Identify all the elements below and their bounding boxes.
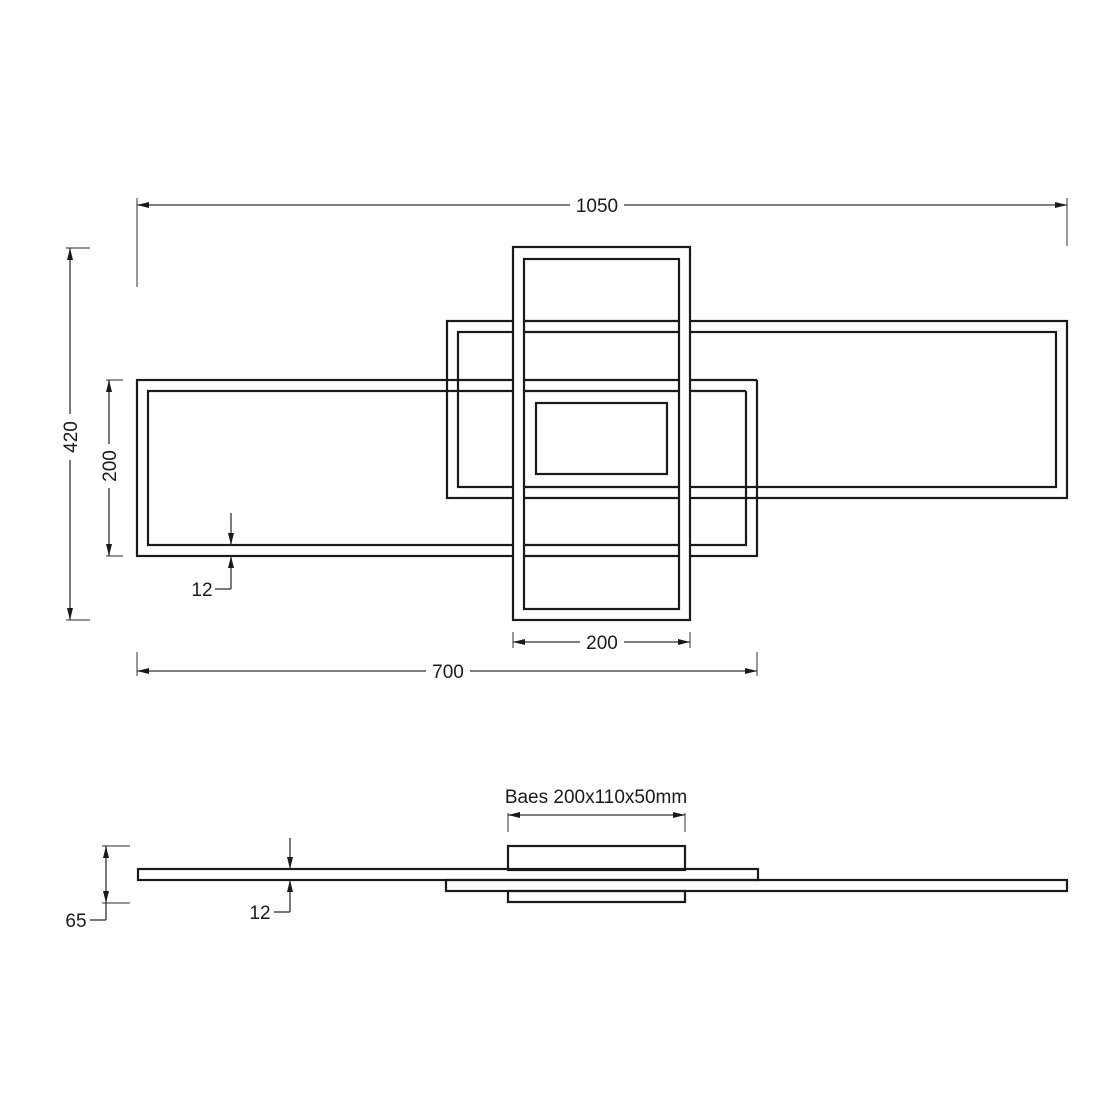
dim-label-200-vertical: 200 [100, 450, 121, 482]
side-bar-lower [444, 878, 1069, 893]
side-view: Baes 200x110x50mm 65 12 [65, 787, 1069, 932]
dim-base-width [507, 812, 686, 832]
base-box-lower [506, 889, 687, 904]
dim-frame-height: 200 [97, 379, 123, 557]
dim-label-65: 65 [65, 911, 86, 932]
center-base [534, 401, 669, 476]
dim-left-frame-length: 700 [136, 652, 758, 683]
dim-label-700: 700 [432, 662, 464, 683]
base-box-upper [506, 844, 687, 872]
dim-frame-thickness: 12 [191, 513, 234, 601]
dim-vertical-frame-width: 200 [512, 630, 691, 654]
dim-bar-thickness: 12 [249, 838, 293, 924]
dim-label-420: 420 [61, 421, 82, 453]
dim-overall-width: 1050 [136, 193, 1068, 287]
dim-label-12-top: 12 [191, 580, 212, 601]
base-label: Baes 200x110x50mm [505, 787, 687, 808]
dim-label-1050: 1050 [576, 196, 618, 217]
dim-label-200-horizontal: 200 [586, 633, 618, 654]
dim-overall-height: 420 [58, 247, 90, 621]
top-view: 1050 420 200 12 [58, 193, 1069, 683]
dim-overall-depth: 65 [65, 845, 130, 932]
dim-label-12-side: 12 [249, 903, 270, 924]
vertical-frame [511, 245, 692, 622]
